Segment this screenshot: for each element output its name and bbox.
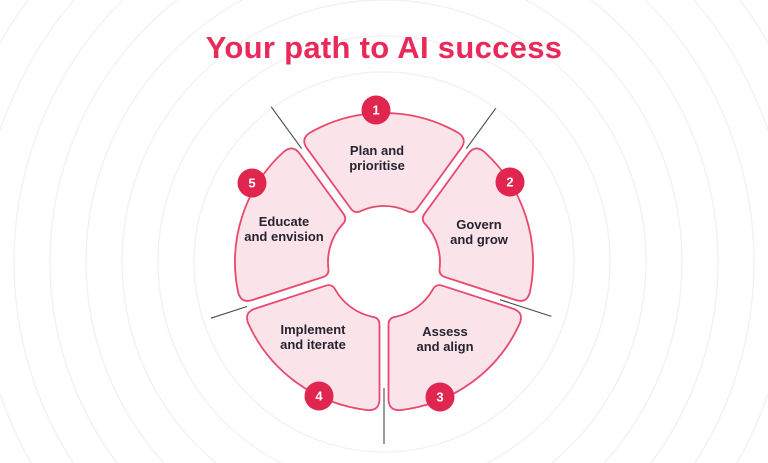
step-4-badge: 4 [304,381,334,411]
step-4-label: Implement and iterate [280,322,346,352]
step-3-badge: 3 [425,382,455,412]
page-title: Your path to AI success [205,30,563,65]
step-2-number: 2 [506,174,514,190]
step-2-label-line1: Govern [456,217,502,232]
contour-ring [85,0,683,463]
step-3-label: Assess and align [416,324,473,354]
step-1-label: Plan and prioritise [349,143,405,173]
step-5-label-line1: Educate [258,214,310,229]
segment-wedge-step-3 [387,284,522,411]
step-5-label-line2: and envision [244,229,324,244]
step-3-label-line1: Assess [422,324,468,339]
contour-ring [121,0,647,463]
step-1-badge: 1 [361,95,391,125]
segment-separators [210,106,552,444]
step-2-badge: 2 [495,167,525,197]
step-5-badge: 5 [237,168,267,198]
segment-wedge-step-4 [246,284,381,411]
separator-tick [499,299,552,317]
step-5-number: 5 [248,175,256,191]
contour-ring [193,71,575,453]
separator-tick [210,305,248,319]
contour-ring [49,0,719,463]
segment-wedges [234,112,534,411]
step-4-label-line2: and iterate [280,337,346,352]
contour-ring [157,35,611,463]
step-1-number: 1 [372,102,380,118]
step-3-label-line2: and align [416,339,474,354]
step-3-number: 3 [436,389,444,405]
contour-ring [13,0,755,463]
step-2-label-line2: and grow [450,232,508,247]
step-2-label: Govern and grow [450,217,508,247]
step-4-number: 4 [315,388,323,404]
segment-wedge-step-1 [303,112,465,214]
separator-tick [270,106,303,150]
step-5-label: Educate and envision [244,214,323,244]
step-1-label-line1: Plan and [349,143,405,158]
step-4-label-line1: Implement [280,322,346,337]
separator-tick [465,107,497,150]
step-1-label-line2: prioritise [349,158,405,173]
